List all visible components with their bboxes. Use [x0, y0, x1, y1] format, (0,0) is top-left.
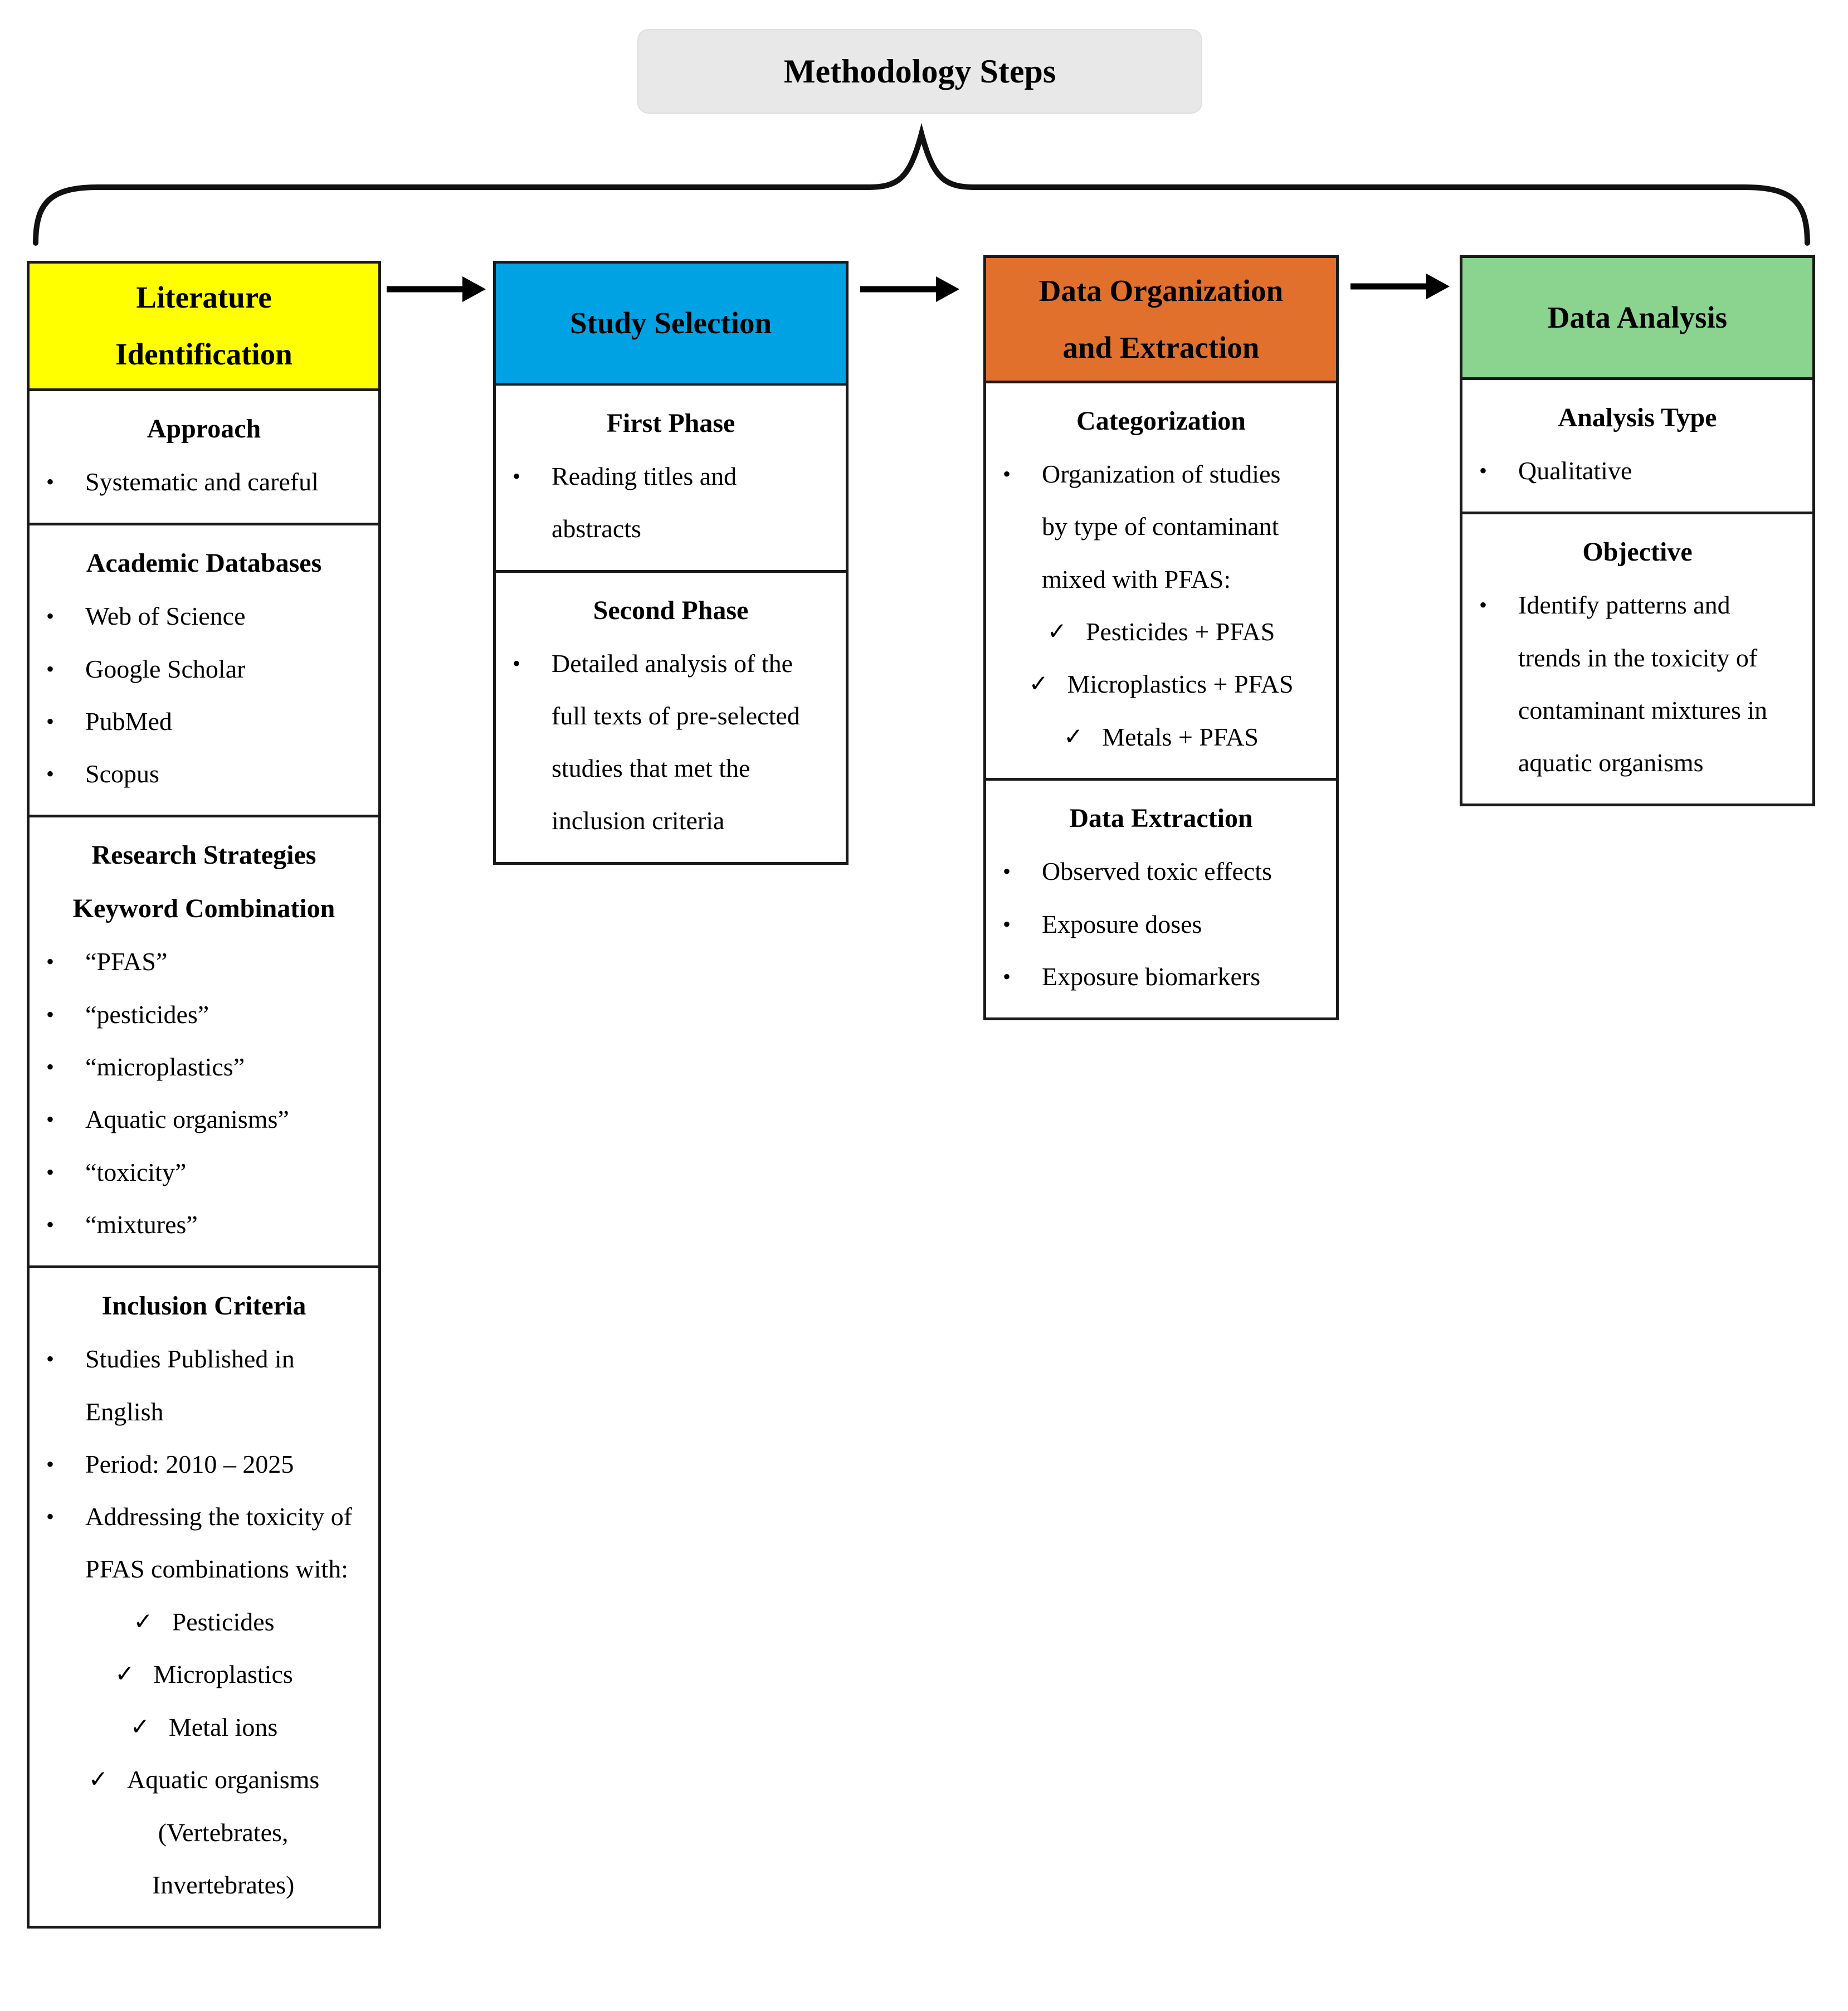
title-box: Methodology Steps: [637, 29, 1202, 114]
section-heading: Second Phase: [593, 595, 749, 625]
list-item: •Google Scholar: [30, 643, 378, 695]
list-item: •Detailed analysis of the full texts of …: [496, 637, 846, 848]
list-item: •Web of Science: [30, 590, 378, 642]
list-item: •Exposure doses: [986, 898, 1336, 951]
bullet-icon: •: [1003, 911, 1011, 937]
column-header-label: Study Selection: [569, 306, 772, 340]
bullet-icon: •: [1003, 461, 1011, 486]
check-icon: ✓: [1047, 619, 1067, 645]
list-item: •Organization of studies by type of cont…: [986, 448, 1336, 606]
list-item-checked: ✓Pesticides + PFAS: [986, 606, 1336, 659]
column-header-literature-identification: Literature Identification: [30, 264, 378, 391]
list-item: •“microplastics”: [30, 1041, 378, 1093]
list-item: •Identify patterns and trends in the tox…: [1462, 579, 1812, 789]
list-item: •Period: 2010 – 2025: [30, 1438, 378, 1491]
column-literature-identification: Literature Identification Approach •Syst…: [27, 261, 381, 1929]
bullet-icon: •: [46, 1159, 55, 1185]
check-icon: ✓: [88, 1767, 108, 1793]
list-item: •Qualitative: [1462, 445, 1812, 497]
section-approach: Approach •Systematic and careful: [30, 391, 378, 523]
column-study-selection: Study Selection First Phase •Reading tit…: [493, 261, 849, 865]
column-header-label: Data Organization: [1038, 274, 1284, 308]
check-icon: ✓: [1064, 724, 1084, 750]
list-item: •“mixtures”: [30, 1199, 378, 1251]
bullet-icon: •: [513, 650, 521, 676]
section-heading: Academic Databases: [86, 548, 322, 578]
bullet-icon: •: [46, 1054, 55, 1080]
section-heading: First Phase: [606, 408, 735, 438]
bullet-icon: •: [46, 1346, 55, 1372]
bullet-icon: •: [46, 949, 55, 975]
list-item: •Scopus: [30, 748, 378, 800]
section-heading: Categorization: [1076, 406, 1246, 436]
bullet-icon: •: [46, 1504, 55, 1530]
arrow-icon: [1350, 274, 1450, 299]
bullet-icon: •: [1003, 963, 1011, 989]
check-icon: ✓: [130, 1714, 150, 1740]
list-item-checked: ✓Microplastics + PFAS: [986, 658, 1336, 711]
column-header-data-organization: Data Organization and Extraction: [986, 258, 1336, 383]
bullet-icon: •: [46, 1107, 55, 1132]
bullet-icon: •: [46, 603, 55, 629]
list-item: •Aquatic organisms”: [30, 1093, 378, 1146]
section-data-extraction: Data Extraction •Observed toxic effects …: [986, 778, 1336, 1017]
bullet-icon: •: [513, 464, 521, 489]
section-research-strategies: Research Strategies Keyword Combination …: [30, 815, 378, 1265]
section-heading: Research Strategies: [91, 840, 316, 870]
section-analysis-type: Analysis Type •Qualitative: [1462, 380, 1812, 512]
section-academic-databases: Academic Databases •Web of Science •Goog…: [30, 523, 378, 815]
bullet-icon: •: [46, 656, 55, 681]
section-first-phase: First Phase •Reading titles and abstract…: [496, 386, 846, 570]
column-header-label: Literature: [136, 280, 272, 315]
list-item: •Addressing the toxicity of PFAS combina…: [30, 1491, 378, 1596]
page-title: Methodology Steps: [783, 52, 1056, 90]
list-item: •Systematic and careful: [30, 456, 378, 508]
list-item: •PubMed: [30, 695, 378, 748]
section-heading: Inclusion Criteria: [101, 1291, 306, 1321]
section-second-phase: Second Phase •Detailed analysis of the f…: [496, 569, 846, 862]
check-icon: ✓: [1028, 671, 1049, 698]
bullet-icon: •: [1003, 859, 1011, 884]
bullet-icon: •: [46, 469, 55, 494]
list-item: •Exposure biomarkers: [986, 951, 1336, 1003]
section-inclusion-criteria: Inclusion Criteria •Studies Published in…: [30, 1265, 378, 1926]
list-item: •Reading titles and abstracts: [496, 450, 846, 556]
list-item: •Observed toxic effects: [986, 845, 1336, 898]
section-heading: Data Extraction: [1069, 804, 1253, 834]
arrow-icon: [387, 276, 486, 302]
list-item-checked: ✓Aquatic organisms (Vertebrates, Inverte…: [30, 1754, 378, 1911]
list-item: •“toxicity”: [30, 1146, 378, 1199]
list-item: •“pesticides”: [30, 989, 378, 1041]
list-item-checked: ✓Microplastics: [30, 1648, 378, 1701]
check-icon: ✓: [133, 1609, 153, 1635]
bullet-icon: •: [1479, 458, 1488, 483]
bullet-icon: •: [46, 1001, 55, 1027]
list-item-checked: ✓Metal ions: [30, 1701, 378, 1754]
column-header-data-analysis: Data Analysis: [1462, 258, 1812, 380]
column-header-label: and Extraction: [1062, 330, 1260, 364]
column-header-label: Identification: [115, 337, 292, 371]
brace-icon: [33, 123, 1810, 246]
list-item: •“PFAS”: [30, 936, 378, 988]
check-icon: ✓: [115, 1662, 135, 1688]
column-header-study-selection: Study Selection: [496, 264, 846, 386]
section-heading: Objective: [1582, 537, 1693, 567]
section-heading: Keyword Combination: [72, 894, 335, 924]
arrow-icon: [860, 276, 959, 302]
section-heading: Analysis Type: [1558, 403, 1717, 432]
column-data-organization-extraction: Data Organization and Extraction Categor…: [983, 255, 1339, 1021]
bullet-icon: •: [46, 1451, 55, 1477]
bullet-icon: •: [46, 761, 55, 787]
bullet-icon: •: [46, 708, 55, 734]
section-objective: Objective •Identify patterns and trends …: [1462, 512, 1812, 804]
bullet-icon: •: [46, 1211, 55, 1237]
list-item-checked: ✓Pesticides: [30, 1596, 378, 1649]
column-data-analysis: Data Analysis Analysis Type •Qualitative…: [1460, 255, 1815, 807]
section-categorization: Categorization •Organization of studies …: [986, 383, 1336, 778]
list-item-checked: ✓Metals + PFAS: [986, 711, 1336, 764]
list-item: •Studies Published in English: [30, 1333, 378, 1438]
column-header-label: Data Analysis: [1547, 300, 1728, 335]
bullet-icon: •: [1479, 592, 1488, 618]
section-heading: Approach: [147, 414, 261, 444]
